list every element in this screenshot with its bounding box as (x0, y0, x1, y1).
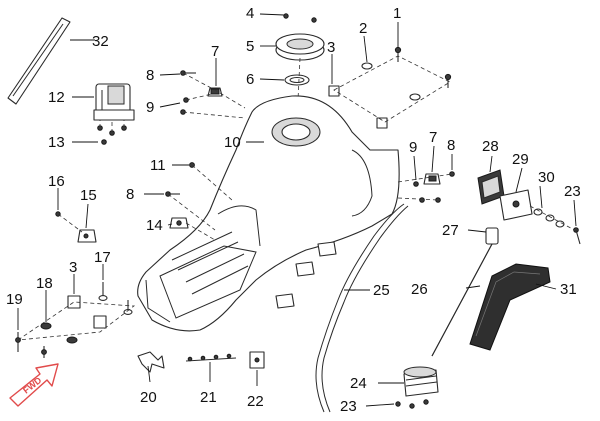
part-29-bracket (499, 189, 533, 221)
part-24-bellows (403, 366, 439, 397)
callout-23-right: 23 (564, 183, 581, 200)
callout-13: 13 (48, 134, 65, 151)
leader-lines (17, 13, 577, 407)
callout-18: 18 (36, 275, 53, 292)
callout-12: 12 (48, 89, 65, 106)
part-4-screws (283, 13, 317, 23)
callout-9-right: 9 (409, 139, 417, 156)
callout-16: 16 (48, 173, 65, 190)
part-23-screws-bottom (395, 399, 429, 409)
callout-3: 3 (327, 39, 335, 56)
callout-21: 21 (200, 389, 217, 406)
part-11-screw (189, 162, 233, 201)
callout-7-right: 7 (429, 129, 437, 146)
callout-14: 14 (146, 217, 163, 234)
part-27-end-cap (485, 227, 499, 245)
callout-6: 6 (246, 71, 254, 88)
callout-5: 5 (246, 38, 254, 55)
callout-29: 29 (512, 151, 529, 168)
part-25-hoses (275, 203, 409, 413)
callout-23-bottom: 23 (340, 398, 357, 415)
callout-31: 31 (560, 281, 577, 298)
part-18-washers (40, 322, 78, 344)
part-6-seal-ring (284, 74, 310, 86)
part-15-clip (57, 213, 97, 243)
part-3-grommets-lower (67, 295, 107, 329)
callout-4: 4 (246, 5, 254, 22)
part-13-screws (97, 120, 127, 145)
part-32-gasket (7, 17, 71, 105)
callout-19: 19 (6, 291, 23, 308)
callout-28: 28 (482, 138, 499, 155)
callout-3-lower: 3 (69, 259, 77, 276)
part-21-fasteners (185, 353, 237, 362)
callout-22: 22 (247, 393, 264, 410)
part-3-grommets (328, 85, 388, 129)
callout-labels: 1 2 3 4 5 6 7 8 9 10 11 12 13 14 15 16 1… (6, 5, 581, 415)
callout-8-mid: 8 (126, 186, 134, 203)
callout-25: 25 (373, 282, 390, 299)
part-31-mesh-pad (469, 263, 551, 351)
part-20-clip (137, 351, 165, 373)
callout-9: 9 (146, 99, 154, 116)
part-12-fuel-pump (93, 83, 135, 121)
callout-2: 2 (359, 20, 367, 37)
part-10-fuel-tank (137, 95, 400, 332)
callout-32: 32 (92, 33, 109, 50)
callout-10: 10 (224, 134, 241, 151)
callout-11: 11 (150, 157, 166, 174)
callout-17: 17 (94, 249, 111, 266)
part-22-bracket (249, 351, 265, 369)
callout-15: 15 (80, 187, 97, 204)
callout-8-right: 8 (447, 137, 455, 154)
callout-26: 26 (411, 281, 428, 298)
part-26-rod (431, 243, 493, 357)
part-8-bolts-right (435, 171, 455, 203)
callout-8: 8 (146, 67, 154, 84)
part-7-bracket-right (423, 173, 441, 185)
callout-30: 30 (538, 169, 555, 186)
part-5-filler-cap-ring (275, 33, 325, 61)
part-8-bolt-upper (180, 70, 196, 76)
callout-24: 24 (350, 375, 367, 392)
part-1-bolts (394, 46, 452, 88)
part-19-bolts (15, 332, 47, 358)
part-17-bolts (98, 282, 133, 315)
part-2-washers (361, 62, 421, 101)
part-30-washers (533, 208, 565, 228)
fwd-direction-arrow: FWD (9, 363, 59, 407)
part-28-damper (477, 169, 505, 205)
callout-27: 27 (442, 222, 459, 239)
part-14-bracket (169, 217, 189, 229)
callout-20: 20 (140, 389, 157, 406)
part-7-bracket-upper (207, 87, 223, 97)
part-8-bolt-mid (165, 191, 180, 197)
callout-7: 7 (211, 43, 219, 60)
callout-1: 1 (393, 5, 401, 22)
